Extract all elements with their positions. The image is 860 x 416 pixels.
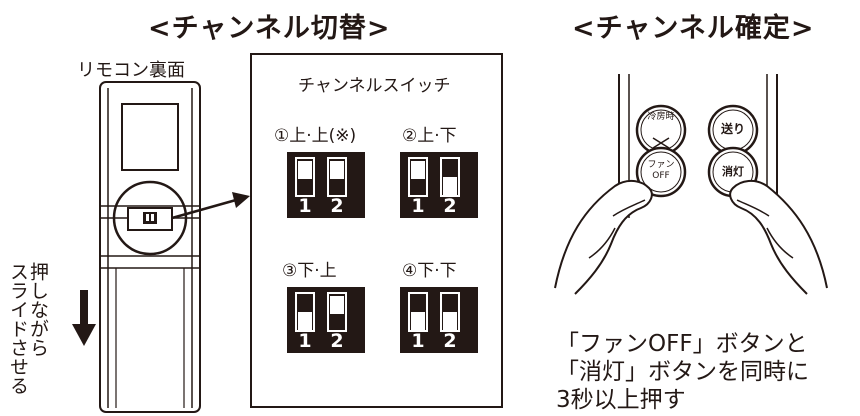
option-4-label: ④下·下	[402, 261, 457, 281]
dip-knob	[330, 161, 344, 179]
light-off-button-label: 消灯	[722, 165, 744, 178]
dip-switch-option-3: 1 2	[287, 287, 365, 353]
instruction-line-2: 「消灯」ボタンを同時に	[556, 359, 809, 385]
switch-number-1: 1	[411, 195, 425, 217]
dip-slot-2	[327, 157, 347, 197]
remote-back-illustration	[99, 81, 201, 413]
dip-slot-1	[408, 157, 428, 197]
dip-slot-2	[440, 157, 460, 197]
switch-number-2: 2	[330, 195, 344, 217]
leader-arrow	[171, 192, 250, 220]
dip-slot-1	[408, 292, 428, 332]
dip-knob	[443, 177, 457, 195]
slide-down-arrow-icon	[72, 290, 96, 346]
switch-box-title: チャンネルスイッチ	[298, 76, 451, 96]
dip-slot-1	[295, 292, 315, 332]
dip-switch-option-4: 1 2	[400, 287, 478, 353]
dip-switch-option-2: 1 2	[400, 152, 478, 218]
instruction-line-3: 3秒以上押す	[556, 387, 686, 413]
switch-number-1: 1	[298, 195, 312, 217]
dip-knob	[298, 312, 312, 330]
instruction-line-1: 「ファンOFF」ボタンと	[556, 331, 808, 357]
switch-number-1: 1	[411, 330, 425, 352]
switch-number-2: 2	[330, 330, 344, 352]
channel-switch-title: <チャンネル切替>	[148, 13, 391, 44]
option-1-label: ①上·上(※)	[274, 126, 357, 146]
switch-number-2: 2	[443, 330, 457, 352]
slide-instruction-col1: 押しながら	[27, 262, 49, 357]
option-2-label: ②上·下	[402, 126, 457, 146]
option-3-label: ③下·上	[282, 261, 337, 281]
slide-instruction-col2: スライドさせる	[7, 262, 29, 395]
dip-slot-2	[327, 292, 347, 332]
send-button-label: 送り	[720, 122, 745, 136]
channel-switch-box: チャンネルスイッチ ①上·上(※) 1 2 ②上·下 1 2 ③下·上 1 2 …	[250, 53, 503, 408]
channel-confirm-title: <チャンネル確定>	[572, 13, 815, 44]
fan-off-button-label-line1: ファン	[647, 160, 675, 170]
fan-off-button-label-line2: OFF	[652, 171, 670, 181]
dip-switch-option-1: 1 2	[287, 152, 365, 218]
dip-slot-2	[440, 292, 460, 332]
dip-knob	[443, 312, 457, 330]
cool-button-label: 冷房時	[647, 112, 675, 122]
dip-knob	[411, 161, 425, 179]
remote-front-illustration	[554, 74, 828, 295]
dip-knob	[330, 296, 344, 314]
dip-slot-1	[295, 157, 315, 197]
dip-knob	[298, 161, 312, 179]
remote-back-caption: リモコン裏面	[77, 60, 185, 81]
switch-number-2: 2	[443, 195, 457, 217]
switch-number-1: 1	[298, 330, 312, 352]
dip-knob	[411, 312, 425, 330]
